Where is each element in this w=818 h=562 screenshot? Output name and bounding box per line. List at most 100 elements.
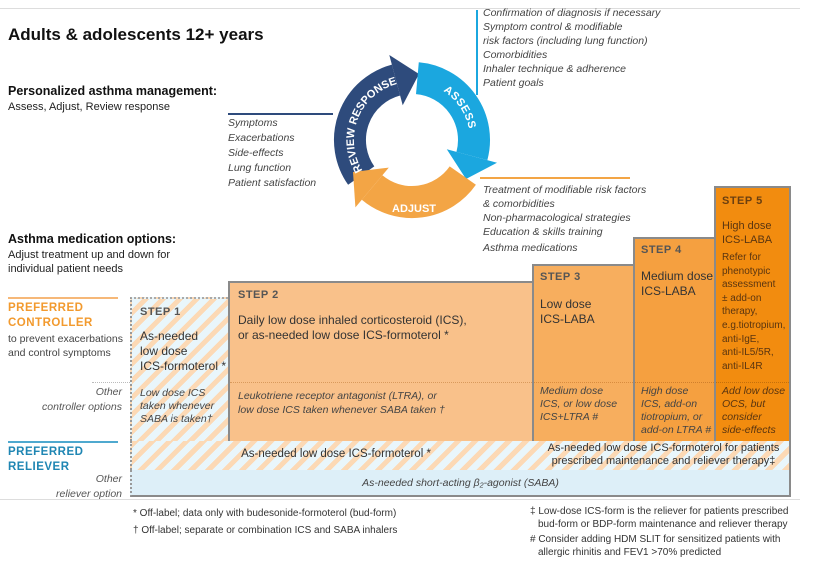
text-line: ICS, or low dose	[540, 398, 618, 410]
label-line: CONTROLLER	[8, 317, 93, 329]
assess-item: risk factors (including lung function)	[483, 35, 648, 47]
assess-item: Patient goals	[483, 77, 544, 89]
text-line: ICS-LABA	[641, 284, 696, 298]
adjust-arrow	[353, 165, 476, 219]
medication-sub: Adjust treatment up and down for individ…	[8, 248, 170, 276]
text-line: As-needed	[140, 329, 199, 343]
footnote: ‡ Low-dose ICS-form is the reliever for …	[530, 506, 789, 517]
adjust-item: Non-pharmacological strategies	[483, 212, 631, 224]
text-line: prescribed maintenance and reliever ther…	[551, 455, 776, 467]
other-reliever-row: As-needed short-acting β₂-agonist (SABA)	[130, 470, 791, 497]
text-line: ± add-on	[722, 292, 762, 304]
text-line: side-effects	[722, 424, 776, 436]
text-line: Daily low dose inhaled corticosteroid (I…	[238, 313, 467, 327]
desc-line: to prevent exacerbations	[8, 333, 123, 345]
text-line: low dose ICS taken whenever SABA taken †	[238, 404, 445, 416]
step-5-box: STEP 5 High dose ICS-LABA Refer for phen…	[714, 186, 791, 441]
text-line: taken whenever	[140, 400, 215, 412]
text-line: e.g.tiotropium,	[722, 319, 786, 331]
label-line: PREFERRED	[8, 446, 84, 458]
preferred-reliever-row: As-needed low dose ICS-formoterol * As-n…	[130, 441, 791, 470]
management-cycle: REVIEW RESPONSE ASSESS ADJUST	[333, 55, 497, 219]
text-line: As-needed low dose ICS-formoterol for pa…	[547, 442, 780, 454]
adjust-item: & comorbidities	[483, 198, 555, 210]
footnote: # Consider adding HDM SLIT for sensitize…	[530, 534, 781, 545]
text-line: OCS, but	[722, 398, 766, 410]
label-line: RELIEVER	[8, 461, 70, 473]
reliever-line	[8, 441, 118, 443]
footnote: allergic rhinitis and FEV1 >70% predicte…	[538, 547, 722, 558]
text-line: therapy,	[722, 306, 758, 318]
label-line: reliever option	[56, 488, 122, 500]
text-line: ICS-formoterol *	[140, 359, 227, 373]
step-preferred: As-needed low dose ICS-formoterol *	[140, 329, 226, 374]
text-line: phenotypic	[722, 265, 771, 277]
step-preferred: Medium dose ICS-LABA	[641, 269, 713, 299]
text-line: High dose	[641, 385, 689, 397]
text-line: ICS-LABA	[540, 312, 595, 326]
adjust-item: Treatment of modifiable risk factors	[483, 184, 647, 196]
text-line: SABA is taken†	[140, 413, 213, 425]
review-item: Exacerbations	[228, 132, 295, 144]
row-divider	[716, 382, 789, 383]
step-other: High dose ICS, add-on tiotropium, or add…	[641, 385, 711, 437]
text-line: ICS, add-on	[641, 398, 698, 410]
other-reliever-label: Other reliever option	[0, 472, 122, 502]
text-line: Add low dose	[722, 385, 786, 397]
footnote: bud-form or BDP-form maintenance and rel…	[538, 519, 788, 530]
footnote: † Off-label; separate or combination ICS…	[133, 525, 398, 536]
assess-line	[476, 10, 478, 95]
review-item: Side-effects	[228, 147, 284, 159]
other-controller-divider	[92, 382, 130, 383]
text-line: or as-needed low dose ICS-formoterol *	[238, 328, 449, 342]
step-preferred: Daily low dose inhaled corticosteroid (I…	[238, 313, 467, 343]
text-line: ICS-LABA	[722, 233, 773, 246]
step-refer: Refer for phenotypic assessment ± add-on…	[722, 251, 785, 373]
text-line: tiotropium, or	[641, 411, 703, 423]
step-label: STEP 3	[540, 271, 581, 283]
adjust-label: ADJUST	[392, 203, 436, 215]
text-line: assessment	[722, 279, 776, 291]
assess-item: Symptom control & modifiable	[483, 21, 623, 33]
review-response-arrow	[333, 55, 419, 185]
medication-sub-line: individual patient needs	[8, 263, 123, 275]
review-item: Lung function	[228, 162, 292, 174]
top-divider	[0, 8, 800, 9]
text-line: low dose	[140, 344, 188, 358]
reliever-right-text: As-needed low dose ICS-formoterol for pa…	[536, 442, 791, 468]
text-line: consider	[722, 411, 762, 423]
assess-item: Confirmation of diagnosis if necessary	[483, 7, 661, 19]
preferred-reliever-label: PREFERRED RELIEVER	[8, 445, 83, 475]
text-line: add-on LTRA #	[641, 424, 712, 436]
controller-line	[8, 297, 118, 299]
step-other: Medium dose ICS, or low dose ICS+LTRA #	[540, 385, 617, 424]
adjust-item: Education & skills training	[483, 226, 603, 238]
label-line: PREFERRED	[8, 302, 84, 314]
text-line: anti-IgE,	[722, 333, 760, 345]
controller-description: to prevent exacerbations and control sym…	[8, 332, 123, 360]
adjust-list: Treatment of modifiable risk factors & c…	[483, 183, 646, 255]
preferred-controller-label: PREFERRED CONTROLLER	[8, 301, 93, 331]
step-preferred: High dose ICS-LABA	[722, 220, 772, 247]
adjust-line	[480, 177, 630, 179]
text-line: anti-IL5/5R,	[722, 347, 774, 359]
step-label: STEP 1	[140, 306, 181, 318]
medication-sub-line: Adjust treatment up and down for	[8, 249, 171, 261]
medication-heading: Asthma medication options:	[8, 232, 177, 246]
label-line: Other	[95, 473, 122, 485]
label-line: Other	[95, 386, 122, 398]
label-line: controller options	[42, 401, 122, 413]
footnotes-left: * Off-label; data only with budesonide-f…	[133, 505, 397, 539]
assess-list: Confirmation of diagnosis if necessary S…	[483, 6, 660, 90]
step-2-box: STEP 2 Daily low dose inhaled corticoste…	[228, 281, 534, 441]
step-other: Add low dose OCS, but consider side-effe…	[722, 385, 785, 437]
review-line	[228, 113, 333, 115]
saba-text: As-needed short-acting β₂-agonist (SABA)	[362, 477, 559, 489]
management-heading: Personalized asthma management:	[8, 84, 218, 98]
step-label: STEP 4	[641, 244, 682, 256]
desc-line: and control symptoms	[8, 347, 111, 359]
assess-item: Inhaler technique & adherence	[483, 63, 627, 75]
text-line: ICS+LTRA #	[540, 411, 599, 423]
management-sub: Assess, Adjust, Review response	[8, 101, 171, 113]
step-1-box: STEP 1 As-needed low dose ICS-formoterol…	[130, 297, 228, 441]
